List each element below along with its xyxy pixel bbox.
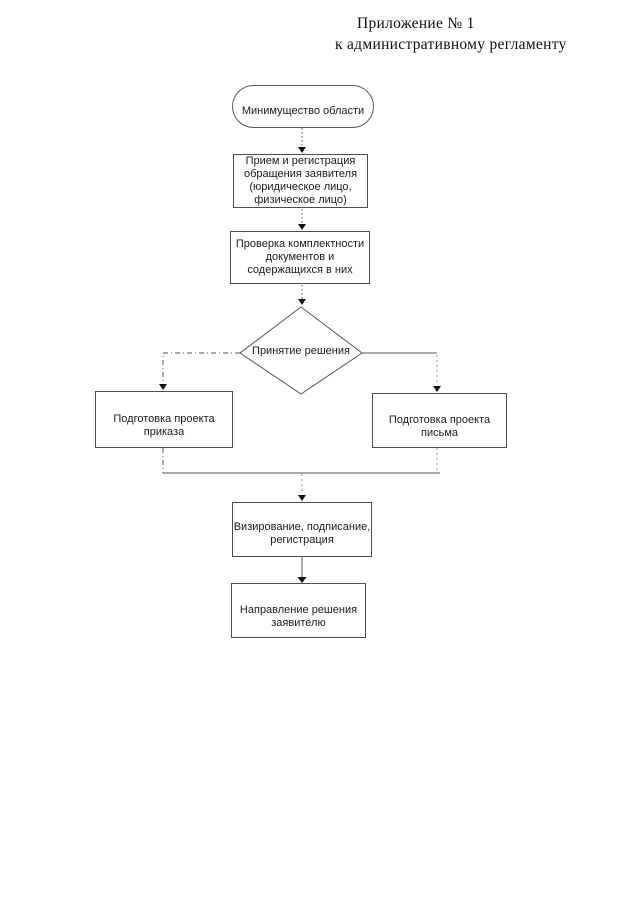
node-check: Проверка комплектности документов и соде… [230, 231, 370, 284]
node-start-label: Минимущество области [241, 105, 365, 117]
connector-sign-to-send [297, 557, 307, 583]
connector-decision-to-draft-order [159, 352, 240, 390]
node-receive-label: Прием и регистрация обращения заявителя … [243, 155, 358, 206]
node-check-label: Проверка комплектности документов и соде… [235, 238, 365, 276]
node-send: Направление решения заявителю [231, 583, 366, 638]
connector-receive-to-check [298, 209, 306, 230]
node-draft-order-label: Подготовка проекта приказа [113, 413, 215, 438]
connector-start-to-receive [298, 128, 306, 153]
node-sign: Визирование, подписание, регистрация [232, 502, 372, 557]
node-send-label: Направление решения заявителю [239, 604, 358, 629]
connector-merge-to-sign [162, 448, 440, 501]
connector-check-to-decision [298, 285, 306, 305]
node-receive: Прием и регистрация обращения заявителя … [233, 154, 368, 208]
node-draft-order: Подготовка проекта приказа [95, 391, 233, 448]
node-sign-label: Визирование, подписание, регистрация [233, 521, 371, 546]
appendix-heading-line1: Приложение № 1 [357, 15, 475, 32]
node-start-terminator: Минимущество области [232, 85, 374, 128]
node-decision-label: Принятие решения [252, 345, 350, 357]
appendix-heading-line2: к административному регламенту [335, 36, 567, 53]
node-draft-letter: Подготовка проекта письма [372, 393, 507, 448]
node-draft-letter-label: Подготовка проекта письма [388, 414, 491, 439]
appendix-heading: Приложение № 1 к административному регла… [335, 13, 567, 55]
decision-diamond-shape [239, 306, 363, 395]
connector-decision-to-draft-letter [362, 352, 441, 392]
